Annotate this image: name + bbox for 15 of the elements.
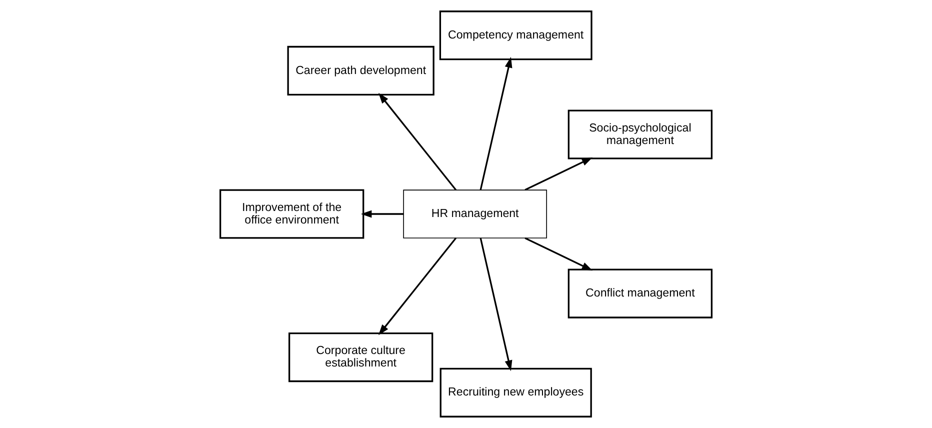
node-box: Competency management	[439, 10, 592, 60]
arrow	[480, 56, 512, 190]
node-box: Improvement of the office environment	[219, 189, 364, 239]
arrow	[360, 210, 404, 218]
node-box: Corporate culture establishment	[288, 332, 434, 382]
node-box: HR management	[403, 190, 547, 238]
node-box: Socio-psychological management	[568, 110, 713, 160]
arrow	[378, 237, 457, 336]
arrow	[378, 92, 457, 191]
arrow	[480, 238, 512, 372]
node-box: Conflict management	[568, 268, 713, 318]
arrow	[524, 237, 593, 271]
node-box: Recruiting new employees	[440, 368, 592, 418]
arrow	[524, 157, 593, 191]
node-box: Career path development	[287, 46, 434, 96]
